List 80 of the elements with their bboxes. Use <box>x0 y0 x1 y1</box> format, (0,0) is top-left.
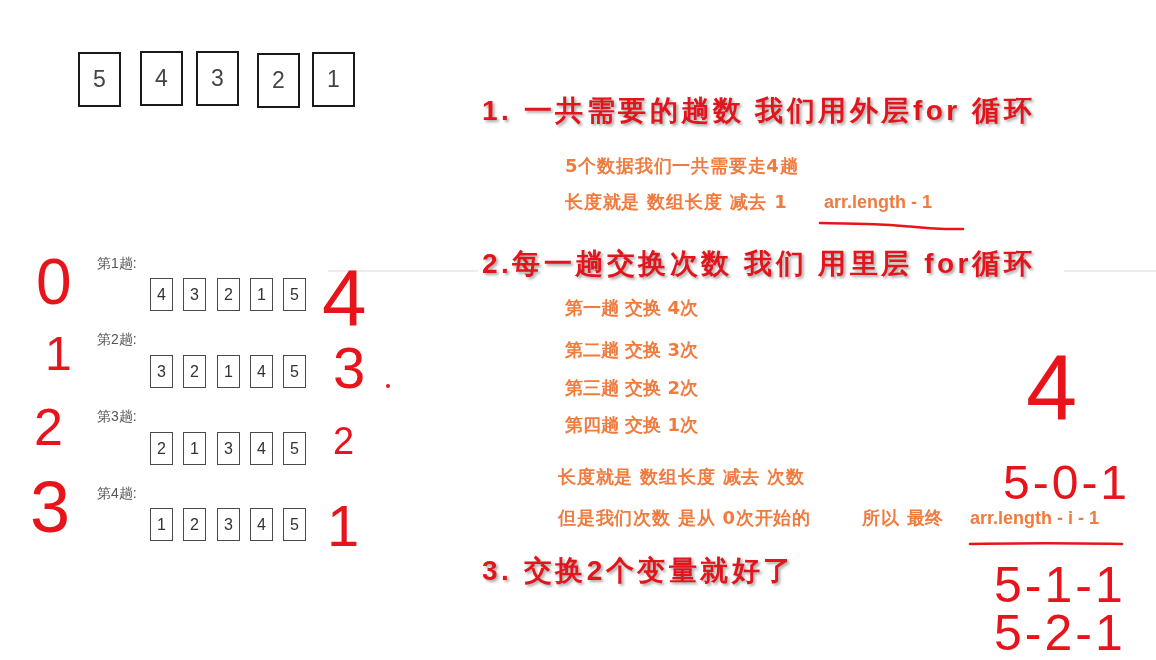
handwritten-note: 0 <box>36 250 72 314</box>
note-text: 长度就是 数组长度 减去 1 <box>565 193 788 211</box>
handwritten-note: 3 <box>333 339 366 397</box>
array-box <box>283 355 306 388</box>
array-value: 3 <box>190 286 199 303</box>
note-text: 但是我们次数 是从 0次开始的 <box>558 509 812 527</box>
pass-label: 第4趟: <box>97 486 137 500</box>
array-box <box>150 278 173 311</box>
array-box <box>217 278 240 311</box>
array-box <box>217 508 240 541</box>
array-box <box>250 508 273 541</box>
code-expression: arr.length - i - 1 <box>970 509 1100 527</box>
array-value: 4 <box>257 363 266 380</box>
note-text: 第四趟 交换 1次 <box>565 416 699 434</box>
note-text: 所以 最终 <box>862 509 945 527</box>
array-box <box>217 432 240 465</box>
array-value: 4 <box>257 516 266 533</box>
array-value: 3 <box>224 440 233 457</box>
handwritten-note: 5-1-1 <box>994 560 1126 610</box>
array-value: 5 <box>290 286 299 303</box>
array-box <box>183 278 206 311</box>
array-box <box>183 432 206 465</box>
array-box <box>283 508 306 541</box>
array-value: 1 <box>327 68 340 91</box>
array-value: 2 <box>190 363 199 380</box>
array-box <box>250 355 273 388</box>
step-heading: 2.每一趟交换次数 我们 用里层 for循环 <box>482 250 1035 278</box>
array-value: 3 <box>211 67 224 90</box>
array-value: 1 <box>190 440 199 457</box>
pass-label: 第2趟: <box>97 332 137 346</box>
array-box <box>257 53 300 108</box>
handwritten-note: 2 <box>34 401 63 453</box>
note-text: 长度就是 数组长度 减去 次数 <box>558 468 805 486</box>
handwritten-note: 4 <box>1026 341 1078 433</box>
array-value: 4 <box>157 286 166 303</box>
array-box <box>150 432 173 465</box>
array-value: 5 <box>290 363 299 380</box>
note-text: 第一趟 交换 4次 <box>565 299 699 317</box>
handwritten-note: 5-0-1 <box>1003 459 1131 507</box>
array-value: 5 <box>290 516 299 533</box>
array-value: 4 <box>155 67 168 90</box>
array-box <box>150 508 173 541</box>
array-box <box>196 51 239 106</box>
handwritten-note: 1 <box>45 330 75 378</box>
pass-label: 第3趟: <box>97 409 137 423</box>
array-box <box>150 355 173 388</box>
array-box <box>283 278 306 311</box>
array-box <box>250 432 273 465</box>
pass-label: 第1趟: <box>97 256 137 270</box>
array-value: 1 <box>257 286 266 303</box>
handwritten-note: 3 <box>30 471 71 543</box>
array-value: 2 <box>224 286 233 303</box>
array-box <box>78 52 121 107</box>
array-value: 5 <box>93 68 106 91</box>
array-box <box>140 51 183 106</box>
array-value: 1 <box>224 363 233 380</box>
array-value: 5 <box>290 440 299 457</box>
handwritten-note: 4 <box>322 258 367 338</box>
array-value: 1 <box>157 516 166 533</box>
handwritten-note: 1 <box>327 497 360 555</box>
array-value: 4 <box>257 440 266 457</box>
step-heading: 3. 交换2个变量就好了 <box>482 557 795 585</box>
note-text: 第三趟 交换 2次 <box>565 379 699 397</box>
array-value: 2 <box>272 69 285 92</box>
array-box <box>183 508 206 541</box>
array-box <box>183 355 206 388</box>
array-box <box>283 432 306 465</box>
array-box <box>312 52 355 107</box>
code-expression: arr.length - 1 <box>824 193 933 211</box>
handwritten-note: 5-2-1 <box>994 608 1126 658</box>
handwritten-note: 2 <box>333 422 358 460</box>
step-heading: 1. 一共需要的趟数 我们用外层for 循环 <box>482 97 1035 125</box>
note-text: 5个数据我们一共需要走4趟 <box>565 157 799 175</box>
array-value: 2 <box>157 440 166 457</box>
array-value: 3 <box>224 516 233 533</box>
note-text: 第二趟 交换 3次 <box>565 341 699 359</box>
array-value: 2 <box>190 516 199 533</box>
array-value: 3 <box>157 363 166 380</box>
array-box <box>250 278 273 311</box>
array-box <box>217 355 240 388</box>
